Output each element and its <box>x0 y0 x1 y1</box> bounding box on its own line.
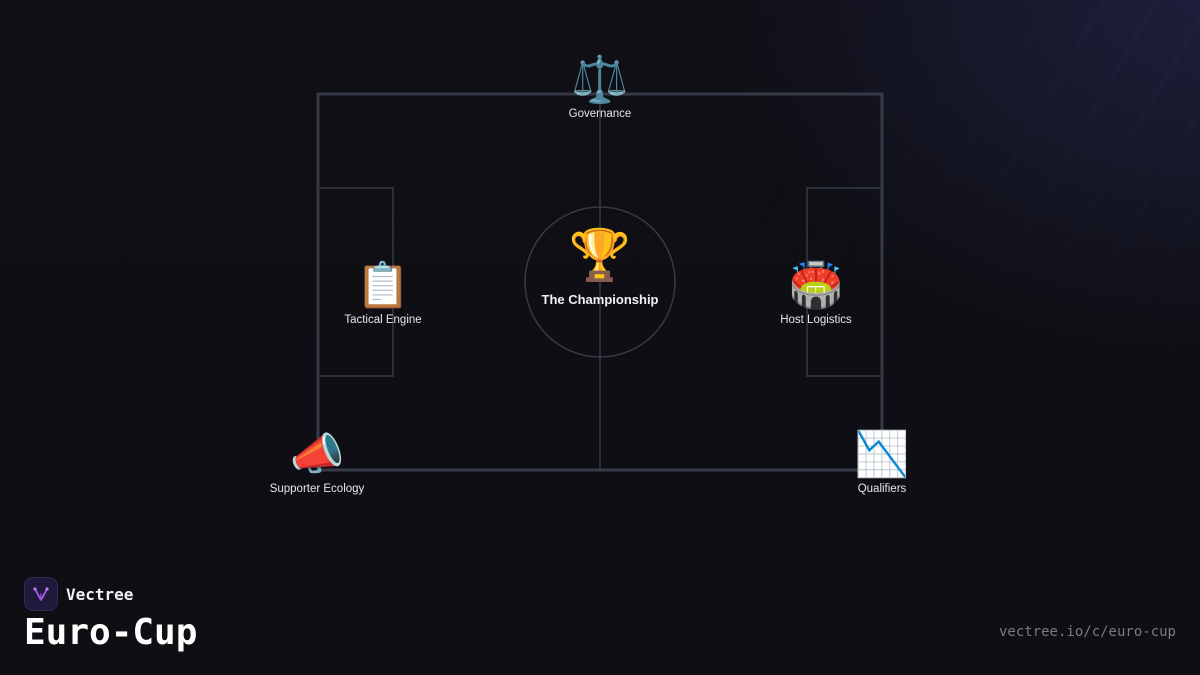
node-supporter-ecology[interactable]: 📣 Supporter Ecology <box>269 429 365 496</box>
stadium-icon: 🏟️ <box>788 260 844 311</box>
node-label: The Championship <box>541 292 659 307</box>
vectree-logo-glyph <box>33 587 49 601</box>
node-label: Qualifiers <box>857 483 907 495</box>
megaphone-icon: 📣 <box>289 429 345 480</box>
left-penalty-box <box>317 187 394 377</box>
node-championship[interactable]: 🏆 The Championship <box>542 230 659 307</box>
center-circle <box>524 206 676 358</box>
node-label: Supporter Ecology <box>269 483 365 495</box>
brand: Vectree <box>24 577 133 611</box>
node-host-logistics[interactable]: 🏟️ Host Logistics <box>780 260 852 327</box>
clipboard-icon: 📋 <box>355 260 411 311</box>
page-title: Euro-Cup <box>24 612 198 653</box>
page-url[interactable]: vectree.io/c/euro-cup <box>998 624 1176 640</box>
trophy-icon: 🏆 <box>568 226 632 284</box>
scales-icon: ⚖️ <box>571 52 629 106</box>
node-label: Governance <box>568 108 632 120</box>
node-governance[interactable]: ⚖️ Governance <box>569 56 632 120</box>
brand-name: Vectree <box>66 584 134 604</box>
node-tactical-engine[interactable]: 📋 Tactical Engine <box>344 260 422 327</box>
node-qualifiers[interactable]: 📉 Qualifiers <box>854 429 910 496</box>
right-penalty-box <box>806 187 883 377</box>
node-label: Tactical Engine <box>344 314 422 326</box>
node-label: Host Logistics <box>780 314 852 326</box>
chart-decreasing-icon: 📉 <box>854 429 910 480</box>
vectree-logo-icon <box>24 577 58 611</box>
